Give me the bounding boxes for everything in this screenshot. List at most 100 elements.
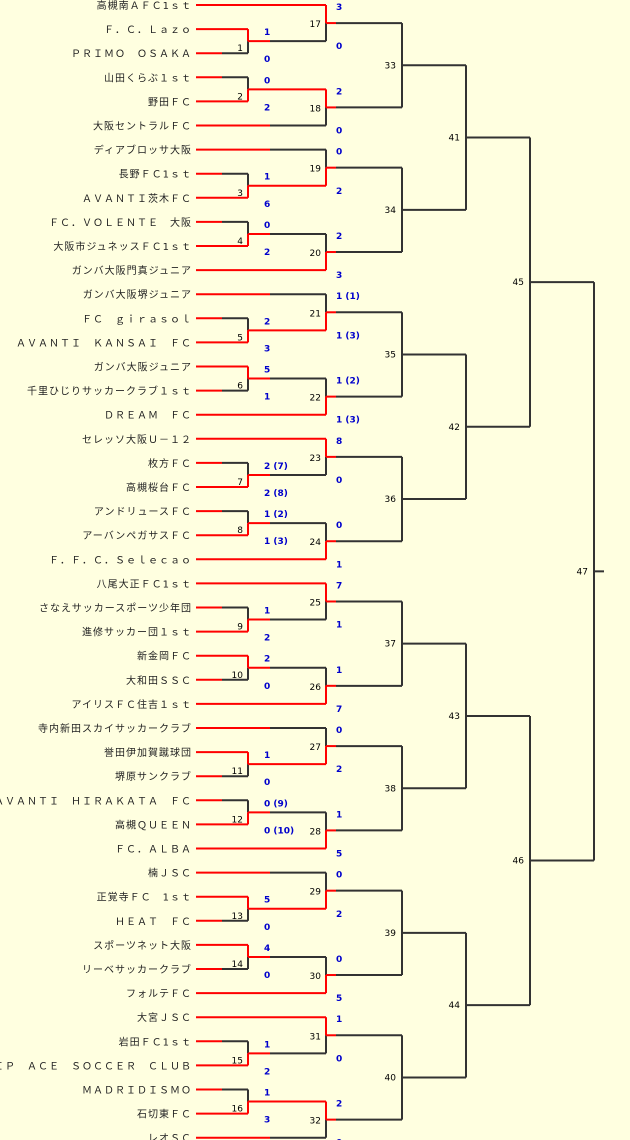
match-score: 0 <box>336 42 342 52</box>
team-name: 大和田ＳＳＣ <box>126 674 192 687</box>
team-name: ＭＡＤＲＩＤＩＳＭＯ <box>82 1086 192 1097</box>
match-score: 1 (3) <box>336 416 360 426</box>
match-number: 28 <box>310 827 322 837</box>
match-score: 0 (9) <box>264 799 288 809</box>
match-score: 1 (3) <box>336 331 360 341</box>
team-name: ガンバ大阪堺ジュニア <box>83 288 192 301</box>
match-number: 5 <box>237 333 243 343</box>
team-name: セレッソ大阪Ｕ－１２ <box>82 433 192 446</box>
team-name: 岩田ＦＣ1ｓｔ <box>119 1035 192 1048</box>
team-name: ＦＣ．ＡＬＢＡ <box>115 845 192 856</box>
match-score: 0 <box>264 971 270 981</box>
team-name: 高槻桜台ＦＣ <box>126 481 192 494</box>
match-number: 6 <box>237 382 243 392</box>
match-number: 45 <box>513 278 524 288</box>
team-name: 野田ＦＣ <box>148 96 192 108</box>
match-number: 26 <box>310 683 322 693</box>
team-name: 千里ひじりサッカークラブ１ｓｔ <box>27 385 192 398</box>
match-number: 3 <box>237 189 243 199</box>
match-score: 0 <box>264 778 270 788</box>
team-name: ＡＶＡＮＴＩ ＫＡＮＳＡＩ ＦＣ <box>16 338 192 349</box>
match-score: 1 (3) <box>264 537 288 547</box>
team-name: 大宮ＪＳＣ <box>137 1011 192 1024</box>
match-score: 2 <box>336 910 342 920</box>
match-number: 44 <box>449 1001 461 1011</box>
team-name: スポーツネット大阪 <box>93 939 192 952</box>
match-score: 2 <box>264 655 270 665</box>
match-score: 2 <box>336 232 342 242</box>
match-number: 17 <box>310 20 321 30</box>
team-name: 山田くらぶ１ｓｔ <box>104 72 192 84</box>
match-score: 2 <box>264 634 270 644</box>
match-number: 18 <box>310 104 322 114</box>
match-score: 1 <box>336 666 342 676</box>
match-number: 22 <box>310 394 321 404</box>
match-number: 24 <box>310 538 322 548</box>
team-name: Ｆ．Ｆ．Ｃ．Ｓｅｌｅｃａｏ <box>49 554 192 566</box>
match-number: 30 <box>310 972 322 982</box>
match-score: 0 <box>336 1054 342 1064</box>
match-number: 23 <box>310 454 321 464</box>
team-name: アイリスＦＣ住吉１ｓｔ <box>72 698 193 711</box>
match-number: 27 <box>310 743 321 753</box>
match-score: 1 <box>264 1040 270 1050</box>
match-number: 15 <box>232 1056 243 1066</box>
match-score: 0 <box>336 1139 342 1140</box>
match-score: 1 <box>264 393 270 403</box>
match-score: 1 <box>264 751 270 761</box>
match-number: 33 <box>385 61 396 71</box>
match-number: 46 <box>513 857 525 867</box>
team-name: Ｆ．Ｃ．Ｌａｚｏ <box>104 25 192 36</box>
match-score: 1 (1) <box>336 292 360 302</box>
match-number: 9 <box>237 623 243 633</box>
match-score: 3 <box>336 3 342 13</box>
match-number: 35 <box>385 350 396 360</box>
team-name: ＡＶＡＮＴＩ ＨＩＲＡＫＡＴＡ ＦＣ <box>0 796 192 807</box>
match-score: 1 <box>336 560 342 570</box>
match-score: 7 <box>336 581 342 591</box>
match-number: 36 <box>385 495 397 505</box>
team-name: 長野ＦＣ1ｓｔ <box>119 169 192 181</box>
match-number: 34 <box>385 206 397 216</box>
match-score: 5 <box>336 850 342 860</box>
match-number: 29 <box>310 888 322 898</box>
match-score: 2 (8) <box>264 489 288 499</box>
team-name: アンドリュースＦＣ <box>94 507 192 518</box>
match-score: 0 <box>264 221 270 231</box>
team-name: 堺原サンクラブ <box>115 770 192 783</box>
team-name: アーバンペガサスＦＣ <box>82 530 192 542</box>
match-number: 38 <box>385 784 397 794</box>
match-score: 0 <box>264 923 270 933</box>
match-score: 1 <box>264 173 270 183</box>
match-score: 1 <box>264 28 270 38</box>
match-number: 32 <box>310 1117 321 1127</box>
match-number: 16 <box>232 1105 244 1115</box>
match-score: 6 <box>264 200 270 210</box>
match-score: 0 (10) <box>264 826 294 836</box>
team-name: ＨＥＡＴ ＦＣ <box>115 917 192 928</box>
match-score: 3 <box>264 1116 270 1126</box>
match-score: 8 <box>336 437 342 447</box>
match-number: 47 <box>577 567 588 577</box>
match-number: 4 <box>237 237 243 247</box>
team-name: 新金岡ＦＣ <box>137 650 192 663</box>
match-score: 2 <box>264 1067 270 1077</box>
team-name: ＤＲＥＡＭ ＦＣ <box>104 411 192 422</box>
bracket-lines <box>196 4 604 1139</box>
match-number: 25 <box>310 598 321 608</box>
match-score: 5 <box>264 366 270 376</box>
team-name: ＦＣ ｇｉｒａｓｏｌ <box>82 313 192 325</box>
match-score: 7 <box>336 705 342 715</box>
match-score: 2 <box>264 317 270 327</box>
match-score: 1 (2) <box>264 510 288 520</box>
match-score: 2 <box>336 1100 342 1110</box>
team-name: ＡＶＡＮＴＩ茨木ＦＣ <box>82 192 192 205</box>
team-name: 大阪市ジュネッスＦＣ1ｓｔ <box>53 240 192 253</box>
team-name: 枚方ＦＣ <box>148 457 192 470</box>
team-name: 正覚寺ＦＣ 1ｓｔ <box>97 891 192 904</box>
match-score: 0 <box>264 682 270 692</box>
match-number: 14 <box>232 960 244 970</box>
team-name: 誉田伊加賀蹴球団 <box>104 746 192 759</box>
